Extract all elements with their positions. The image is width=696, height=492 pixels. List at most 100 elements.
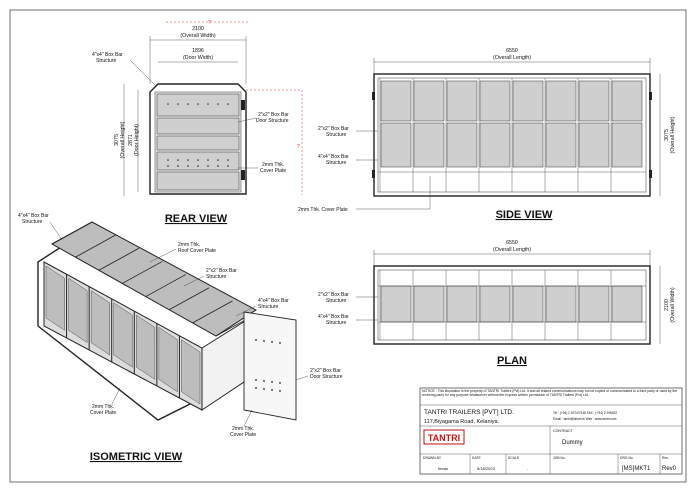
side-panel	[479, 122, 511, 168]
rear-label-box22-1: 2"x2" Box Bar	[258, 112, 289, 118]
iso-label-plate-right-2: Cover Plate	[230, 432, 256, 438]
side-panel	[413, 122, 445, 168]
plan-label-box22-1: 2"x2" Box Bar	[318, 292, 349, 298]
scale-value: -	[527, 466, 529, 471]
plan-body-outline	[373, 265, 651, 345]
rear-door-width-dim: 1896	[192, 48, 204, 54]
title-block: NOTICE : This illustration is the proper…	[419, 387, 683, 475]
rear-width-sub: (Overall Width)	[180, 33, 216, 39]
iso-label-box44-top-1: 4"x4" Box Bar	[18, 213, 49, 219]
company-email: Email : tantri@sltnet.lk Web : www.tantr…	[553, 417, 617, 421]
side-panel	[380, 80, 412, 122]
side-panel	[578, 122, 610, 168]
plan-view-title: PLAN	[497, 355, 527, 367]
iso-label-box44-top-2: Structure	[22, 219, 43, 225]
side-panel	[512, 80, 544, 122]
side-view: 6550 (Overall Length) 3075 (Overall Heig…	[298, 48, 676, 221]
side-panel	[446, 80, 478, 122]
company-tel: Tel : (+94) 2 9374/7448 FAX : (+94) 2 29…	[553, 411, 617, 415]
iso-side-panel	[45, 265, 65, 331]
iso-label-plate-left-1: 2mm Thk.	[92, 404, 114, 410]
rev-value: Rev0	[662, 466, 677, 472]
plan-panel	[446, 285, 478, 323]
side-panel	[446, 122, 478, 168]
isometric-view: 4"x4" Box Bar Structure 2mm Thk. Roof Co…	[18, 213, 343, 463]
iso-side-panel	[68, 277, 88, 343]
side-panel	[479, 80, 511, 122]
sheet-border	[9, 9, 687, 483]
plan-panel	[479, 285, 511, 323]
rear-door-width-sub: (Door Width)	[183, 55, 213, 61]
side-view-title: SIDE VIEW	[496, 209, 553, 221]
side-length-dim: 6550	[506, 48, 518, 54]
side-panel	[512, 122, 544, 168]
company-address: 117,Biyagama Road, Kelaniya.	[424, 419, 500, 425]
rear-label-plate-2: Cover Plate	[260, 168, 286, 174]
side-label-box22-2: Structure	[326, 132, 347, 138]
iso-label-door-1: 2"x2" Box Bar	[310, 368, 341, 374]
plan-length-dim: 6550	[506, 240, 518, 246]
side-panel	[413, 80, 445, 122]
side-label-box22-1: 2"x2" Box Bar	[318, 126, 349, 132]
drawn-by-value: Imran	[438, 466, 448, 471]
rear-label-box44-1: 4"x4" Box Bar	[92, 52, 123, 58]
rear-height-sub: (Overall Height)	[120, 121, 126, 158]
side-label-box44-2: Structure	[326, 160, 347, 166]
side-panel	[611, 80, 643, 122]
plan-panel	[512, 285, 544, 323]
plan-label-box44-2: Structure	[326, 320, 347, 326]
date-label: DATE	[472, 456, 482, 460]
iso-label-plate-right-1: 2mm Thk.	[232, 426, 254, 432]
iso-side-panel	[113, 302, 133, 368]
iso-label-box22-1: 2"x2" Box Bar	[206, 268, 237, 274]
plan-panel	[545, 285, 577, 323]
company-name: TANTRI TRAILERS [PVT] LTD.	[424, 409, 514, 416]
rear-label-plate-1: 2mm Thk.	[262, 162, 284, 168]
scale-label: SCALE	[508, 456, 520, 460]
iso-side-panel	[158, 327, 178, 393]
iso-side-panel	[181, 339, 201, 405]
date-value: 5/18/2023	[477, 466, 496, 471]
contract-label: CONTRACT	[553, 429, 574, 433]
tantri-logo	[423, 429, 465, 445]
tantri-logo-text: TANTRI	[428, 433, 460, 443]
iso-label-box22-2: Structure	[206, 274, 227, 280]
rear-door-height-sub: (Door Height)	[134, 124, 140, 156]
plan-panel	[578, 285, 610, 323]
iso-label-door-2: Door Structure	[310, 374, 343, 380]
rear-panel	[156, 93, 240, 117]
side-panel	[380, 122, 412, 168]
plan-label-box22-2: Structure	[326, 298, 347, 304]
iso-label-box44-mid-1: 4"x4" Box Bar	[258, 298, 289, 304]
iso-label-roof-1: 2mm Thk.	[178, 242, 200, 248]
rear-height-dim: 3075	[114, 134, 120, 146]
iso-label-box44-mid-2: Structure	[258, 304, 279, 310]
drg-no-value: [MS]MKT1	[622, 466, 651, 472]
iso-side-panel	[90, 290, 110, 356]
rear-red-mark: ?	[208, 20, 211, 26]
drawn-by-label: DRAWN BY	[423, 456, 442, 460]
plan-length-sub: (Overall Length)	[493, 247, 531, 253]
side-panel	[545, 122, 577, 168]
plan-width-dim: 2100	[664, 299, 670, 311]
rear-label-box44-2: Structure	[96, 58, 117, 64]
iso-door	[243, 311, 297, 421]
plan-panel	[413, 285, 445, 323]
plan-panel	[380, 285, 412, 323]
side-body-outline	[373, 73, 651, 197]
iso-side-panel	[136, 314, 156, 380]
side-label-plate: 2mm Thk. Cover Plate	[298, 207, 348, 213]
plan-view: 6550 (Overall Length) 2100 (Overall Widt…	[318, 240, 676, 367]
rear-body-outline	[149, 83, 247, 195]
side-panel	[611, 122, 643, 168]
rev-label: Rev.	[662, 456, 669, 460]
rear-door-height-dim: 2871	[128, 134, 134, 146]
plan-label-box44-1: 4"x4" Box Bar	[318, 314, 349, 320]
rear-width-dim: 2100	[192, 26, 204, 32]
plan-width-sub: (Overall Width)	[670, 287, 676, 323]
side-height-sub: (Overall Height)	[670, 116, 676, 153]
contract-value: Dummy	[562, 440, 583, 446]
iso-label-roof-2: Roof Cover Plate	[178, 248, 216, 254]
side-height-dim: 3075	[664, 129, 670, 141]
